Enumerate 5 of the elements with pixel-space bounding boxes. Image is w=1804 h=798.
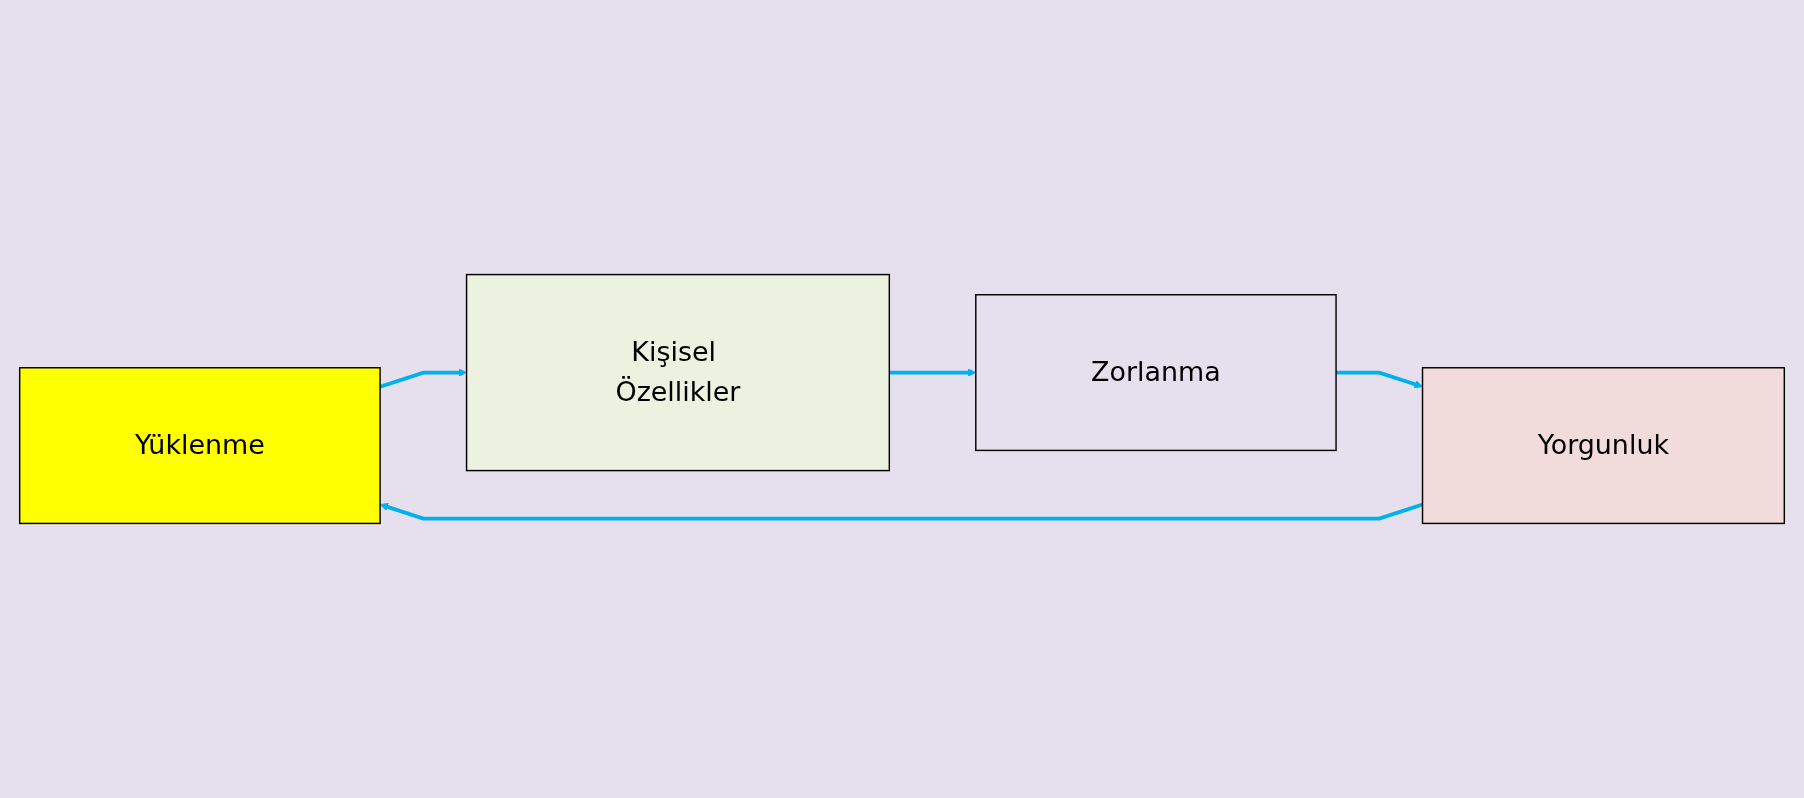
node-box: Zorlanma (975, 294, 1337, 452)
node-box: Kişisel Özellikler (465, 273, 891, 472)
node-box: Yüklenme (18, 367, 381, 525)
arrow (1336, 370, 1423, 389)
node-box: Yorgunluk (1421, 367, 1786, 525)
